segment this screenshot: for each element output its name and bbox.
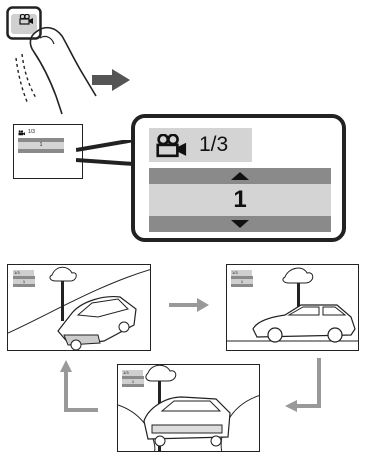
angle-up-bar[interactable] (149, 168, 331, 184)
osd-angle-count: 1/3 (199, 133, 228, 157)
press-direction-arrow (92, 69, 130, 91)
osd-angle-value: 1 (149, 184, 331, 216)
small-osd-title: 1/3 (28, 129, 35, 135)
camera-angle-icon (155, 134, 191, 158)
angle-down-bar[interactable] (149, 216, 331, 232)
angle-osd-callout: 1/3 1 (131, 114, 346, 242)
transition-arrow-right (169, 298, 209, 312)
small-osd-value: 1 (18, 142, 64, 149)
finger-illustration (10, 14, 100, 119)
camera-angle-icon (18, 130, 26, 136)
transition-arrow-up-left (58, 358, 102, 414)
small-osd-screen: 1/3 1 (13, 124, 83, 179)
osd-title-row: 1/3 (149, 128, 252, 162)
callout-pointer (76, 140, 136, 166)
transition-arrow-down-left (283, 358, 323, 414)
down-arrow-icon (231, 220, 249, 228)
up-arrow-icon (231, 172, 249, 180)
